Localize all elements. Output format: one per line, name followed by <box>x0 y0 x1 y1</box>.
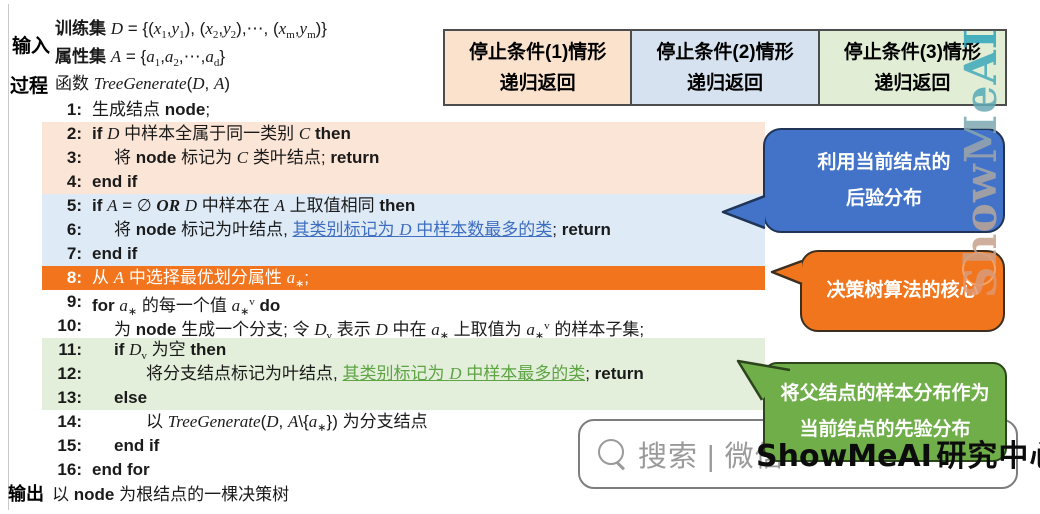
callout-posterior-distribution: 利用当前结点的 后验分布 <box>763 128 1005 233</box>
line-number: 14: <box>57 412 82 431</box>
pseudocode-line: 15: end if <box>42 434 765 458</box>
line-number: 7: <box>66 244 82 263</box>
callout-tail-orange <box>770 259 803 286</box>
callout-text: 决策树算法的核心 <box>826 280 979 301</box>
stop-condition-title: 停止条件(2)情形 <box>656 41 794 63</box>
line-text: 将 node 标记为 C 类叶结点; return <box>114 148 380 167</box>
line-text: if Dv 为空 then <box>114 340 227 362</box>
output-row: 输出以 node 为根结点的一棵决策树 <box>8 482 289 507</box>
pseudocode-line: 5: if A = ∅ OR D 中样本在 A 上取值相同 then <box>42 194 765 218</box>
pseudocode-line: 16: end for <box>42 458 765 482</box>
line-text: else <box>114 388 148 407</box>
line-number: 4: <box>66 172 82 191</box>
pseudocode-line: 8: 从 A 中选择最优划分属性 a∗; <box>42 266 765 290</box>
line-number: 16: <box>57 460 82 479</box>
callout-prior-distribution: 将父结点的样本分布作为 当前结点的先验分布 <box>763 362 1007 462</box>
stop-condition-box: 停止条件(2)情形 递归返回 <box>632 31 820 104</box>
line-text: 为 node 生成一个分支; 令 Dv 表示 D 中在 a∗ 上取值为 a∗v … <box>114 320 645 342</box>
search-icon <box>598 439 628 471</box>
pseudocode-line: 6: 将 node 标记为叶结点, 其类别标记为 D 中样本数最多的类; ret… <box>42 218 765 242</box>
logo-circle-icon <box>962 252 996 286</box>
stop-condition-subtitle: 递归返回 <box>499 72 576 94</box>
line-number: 8: <box>66 268 82 287</box>
line-text: end for <box>92 460 150 479</box>
line-text: if D 中样本全属于同一类别 C then <box>92 124 351 143</box>
line-number: 13: <box>57 388 82 407</box>
brand-latin: ShowMeAI <box>756 439 932 474</box>
process-header: 函数 TreeGenerate(D, A) <box>55 74 231 93</box>
process-label: 过程 <box>10 76 49 97</box>
line-text: 将 node 标记为叶结点, 其类别标记为 D 中样本数最多的类; return <box>114 220 611 239</box>
pseudocode-line: 9: for a∗ 的每一个值 a∗v do <box>42 290 765 318</box>
line-text: 以 TreeGenerate(D, A\{a∗}) 为分支结点 <box>146 412 428 434</box>
pseudocode-line: 7: end if <box>42 242 765 266</box>
callout-text: 利用当前结点的 <box>817 151 951 173</box>
pseudocode-line: 11: if Dv 为空 then <box>42 338 765 362</box>
line-number: 6: <box>66 220 82 239</box>
input-line-2: 属性集 A = {a1,a2,⋯,ad} <box>55 47 226 69</box>
input-label: 输入 <box>12 36 51 57</box>
pseudocode-line: 4: end if <box>42 170 765 194</box>
line-number: 1: <box>66 100 82 119</box>
left-rule-divider <box>8 4 9 510</box>
callout-text: 当前结点的先验分布 <box>799 419 971 440</box>
line-number: 2: <box>66 124 82 143</box>
input-line-1: 训练集 D = {(x1,y1), (x2,y2),⋯, (xm,ym)} <box>55 19 327 41</box>
pseudocode-line: 1: 生成结点 node; <box>42 98 765 122</box>
callout-text: 后验分布 <box>845 187 922 209</box>
stop-condition-subtitle: 递归返回 <box>686 72 763 94</box>
line-number: 3: <box>66 148 82 167</box>
stop-condition-subtitle: 递归返回 <box>874 72 951 94</box>
pseudocode-listing: 1: 生成结点 node; 2: if D 中样本全属于同一类别 C then … <box>42 98 765 482</box>
output-label: 输出 <box>8 484 44 504</box>
pseudocode-line: 2: if D 中样本全属于同一类别 C then <box>42 122 765 146</box>
output-text: 以 node 为根结点的一棵决策树 <box>52 485 290 504</box>
stop-condition-boxes: 停止条件(1)情形 递归返回 停止条件(2)情形 递归返回 停止条件(3)情形 … <box>443 29 1007 106</box>
stop-condition-title: 停止条件(1)情形 <box>469 41 607 63</box>
pseudocode-line: 13: else <box>42 386 765 410</box>
pseudocode-line: 3: 将 node 标记为 C 类叶结点; return <box>42 146 765 170</box>
line-text: end if <box>92 244 138 263</box>
stop-condition-box: 停止条件(3)情形 递归返回 <box>819 31 1005 104</box>
line-text: 从 A 中选择最优划分属性 a∗; <box>92 268 310 290</box>
stop-condition-box: 停止条件(1)情形 递归返回 <box>445 31 633 104</box>
line-text: 生成结点 node; <box>92 100 211 119</box>
line-number: 5: <box>66 196 82 215</box>
line-text: end if <box>114 436 160 455</box>
line-text: 将分支结点标记为叶结点, 其类别标记为 D 中样本最多的类; return <box>146 364 644 383</box>
stop-condition-title: 停止条件(3)情形 <box>843 41 981 63</box>
line-text: for a∗ 的每一个值 a∗v do <box>92 296 281 318</box>
pseudocode-line: 12: 将分支结点标记为叶结点, 其类别标记为 D 中样本最多的类; retur… <box>42 362 765 386</box>
line-number: 12: <box>57 364 82 383</box>
callout-text: 将父结点的样本分布作为 <box>780 383 990 404</box>
search-placeholder: 搜索 | 微信 <box>638 441 785 473</box>
line-text: if A = ∅ OR D 中样本在 A 上取值相同 then <box>92 196 416 215</box>
line-number: 9: <box>66 292 82 311</box>
pseudocode-line: 14: 以 TreeGenerate(D, A\{a∗}) 为分支结点 <box>42 410 765 434</box>
line-text: end if <box>92 172 138 191</box>
pseudocode-line: 10: 为 node 生成一个分支; 令 Dv 表示 D 中在 a∗ 上取值为 … <box>42 314 765 342</box>
line-number: 15: <box>57 436 82 455</box>
line-number: 10: <box>57 316 82 335</box>
brand-text: ShowMeAI 研究中心 <box>756 431 1040 475</box>
line-number: 11: <box>58 340 82 359</box>
brand-cn: 研究中心 <box>936 440 1040 473</box>
